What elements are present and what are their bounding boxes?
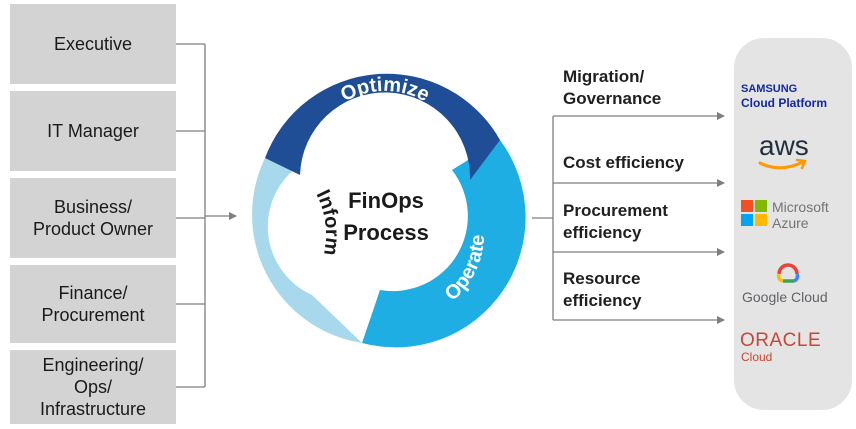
focus-label-line: efficiency <box>563 291 642 310</box>
stakeholder-it-manager: IT Manager <box>10 91 176 171</box>
stakeholder-executive: Executive <box>10 4 176 84</box>
svg-text:aws: aws <box>759 130 809 161</box>
stakeholder-label-line: Infrastructure <box>39 399 147 419</box>
samsung-cloud-platform-logo: SAMSUNG Cloud Platform <box>741 83 827 110</box>
microsoft-azure-logo: Microsoft Azure <box>741 199 829 231</box>
focus-label-line: Migration/ <box>563 67 645 86</box>
stakeholder-business-product-owner: Business/ Product Owner <box>10 178 176 258</box>
stakeholder-engineering-ops-infrastructure: Engineering/ Ops/ Infrastructure <box>10 350 176 424</box>
operate-segment <box>362 140 526 348</box>
stakeholder-label: IT Manager <box>47 121 139 141</box>
focus-cost-efficiency: Cost efficiency <box>563 152 684 174</box>
svg-text:SAMSUNG: SAMSUNG <box>741 83 797 95</box>
focus-label-line: efficiency <box>563 223 642 242</box>
focus-label-line: Resource <box>563 269 641 288</box>
aws-smile-icon <box>758 160 805 170</box>
focus-connector <box>532 112 725 324</box>
svg-text:Cloud Platform: Cloud Platform <box>741 96 827 110</box>
svg-text:ORACLE: ORACLE <box>740 330 821 351</box>
stakeholder-label-line: Product Owner <box>32 219 154 239</box>
stakeholder-finance-procurement: Finance/ Procurement <box>10 265 176 343</box>
google-cloud-logo: Google Cloud <box>742 263 828 305</box>
svg-text:Microsoft: Microsoft <box>772 199 829 215</box>
aws-logo: aws <box>758 130 809 170</box>
optimize-segment <box>265 73 500 180</box>
oracle-cloud-logo: ORACLE Cloud <box>740 330 821 364</box>
microsoft-windows-icon <box>741 200 767 226</box>
google-cloud-icon <box>776 263 800 283</box>
focus-label-line: Procurement <box>563 201 668 220</box>
stakeholder-label-line: Engineering/ <box>42 355 144 375</box>
cycle-center <box>314 144 458 288</box>
stakeholder-label-line: Finance/ <box>58 283 128 303</box>
svg-text:Azure: Azure <box>772 215 809 231</box>
stakeholder-connector <box>176 43 237 388</box>
cycle-title-line2: Process <box>343 220 429 245</box>
stakeholder-label-line: Ops/ <box>73 377 112 397</box>
svg-text:Cloud: Cloud <box>741 350 772 364</box>
cloud-providers-panel <box>734 38 852 410</box>
stakeholder-label-line: Business/ <box>53 197 133 217</box>
focus-migration-governance: Migration/ Governance <box>563 66 661 110</box>
svg-text:Google Cloud: Google Cloud <box>742 289 828 305</box>
inform-segment <box>252 158 362 343</box>
cycle-title-line1: FinOps <box>348 188 424 213</box>
finops-cycle <box>252 73 526 348</box>
stakeholder-label-line: Procurement <box>41 305 145 325</box>
stakeholder-label: Executive <box>53 34 133 54</box>
focus-label-line: Cost efficiency <box>563 153 684 172</box>
focus-label-line: Governance <box>563 89 662 108</box>
focus-procurement-efficiency: Procurement efficiency <box>563 200 668 244</box>
focus-resource-efficiency: Resource efficiency <box>563 268 641 312</box>
